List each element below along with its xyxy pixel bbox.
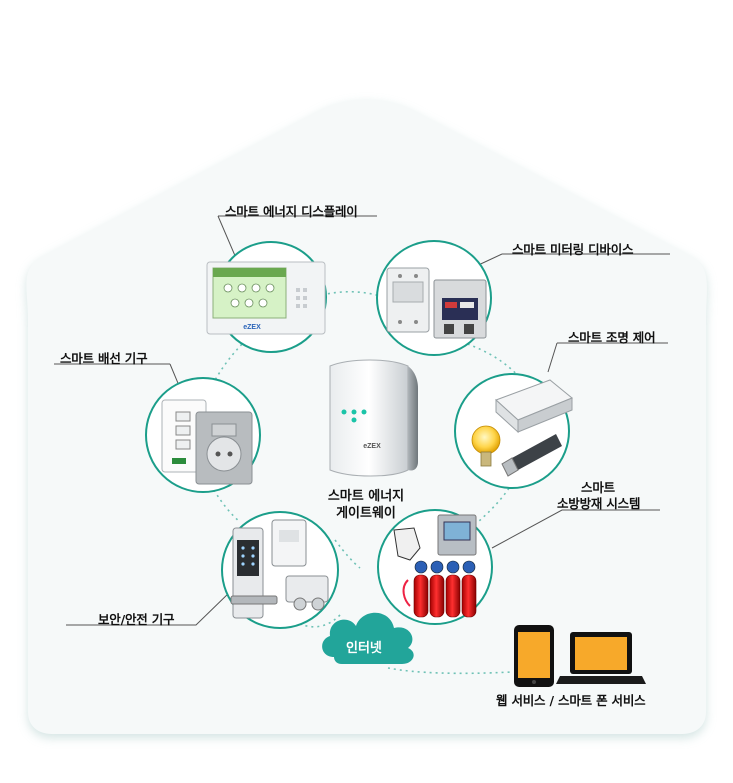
fire-system-device-image bbox=[393, 514, 477, 618]
label-smart-lighting-control: 스마트 조명 제어 bbox=[568, 330, 656, 345]
wiring-device-image bbox=[161, 399, 253, 485]
lighting-device-image bbox=[471, 379, 573, 477]
label-internet: 인터넷 bbox=[346, 641, 382, 656]
security-device-image bbox=[230, 519, 329, 619]
label-gateway-line1: 스마트 에너지 bbox=[327, 489, 405, 504]
label-fire-line2: 소방방재 시스템 bbox=[557, 496, 641, 511]
metering-device-image bbox=[386, 267, 487, 339]
label-security-safety-device: 보안/안전 기구 bbox=[98, 612, 175, 627]
label-smart-wiring-device: 스마트 배선 기구 bbox=[60, 351, 148, 366]
client-devices-image bbox=[514, 625, 646, 687]
label-smart-metering-device: 스마트 미터링 디바이스 bbox=[512, 242, 634, 257]
display-brand-logo: eZEX bbox=[243, 324, 261, 331]
label-gateway-line2: 게이트웨이 bbox=[336, 506, 396, 521]
gateway-brand-logo: eZEX bbox=[363, 443, 381, 450]
label-fire-line1: 스마트 bbox=[581, 480, 615, 495]
dotted-connections bbox=[213, 290, 521, 675]
leader-lines bbox=[54, 215, 670, 626]
label-gateway: 스마트 에너지 게이트웨이 bbox=[300, 488, 432, 522]
internet-cloud bbox=[322, 612, 414, 664]
label-web-smartphone-service: 웹 서비스 / 스마트 폰 서비스 bbox=[496, 693, 646, 708]
gateway-device-image: eZEX bbox=[329, 359, 418, 477]
display-device-image: eZEX bbox=[206, 261, 326, 335]
label-smart-energy-display: 스마트 에너지 디스플레이 bbox=[225, 204, 358, 219]
